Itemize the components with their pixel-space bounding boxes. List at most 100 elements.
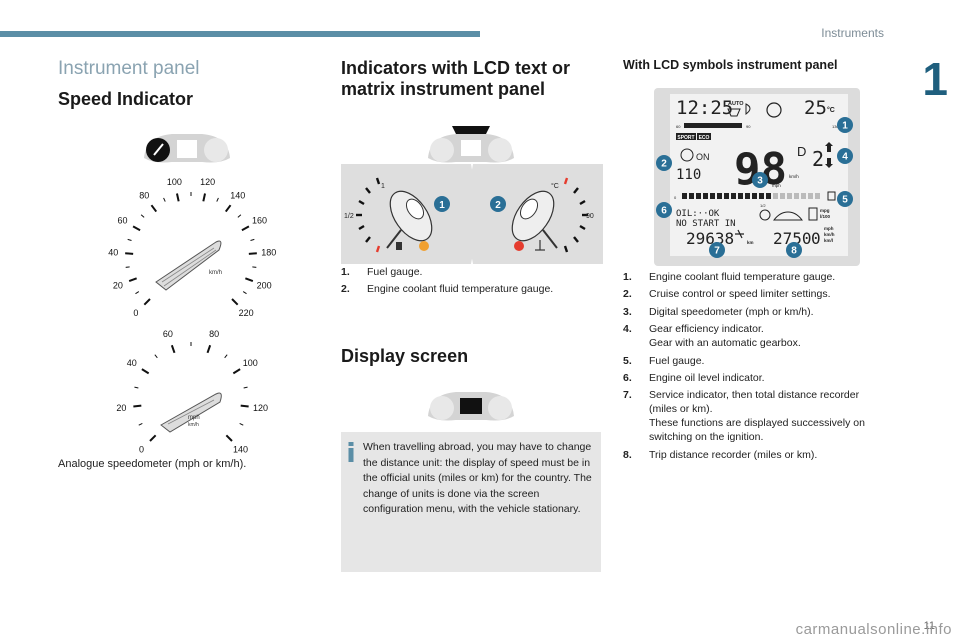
dashboard-locator-icon-2 [428, 126, 514, 163]
fuel-bar-segment [759, 193, 764, 199]
dial-label: 100 [243, 358, 258, 368]
coolant-temp-bar [684, 123, 742, 128]
lcd-mph-label: mph [772, 183, 781, 188]
dial-tick [224, 204, 232, 213]
callout-2 [490, 196, 506, 212]
svg-text:1: 1 [439, 200, 445, 211]
lcd-symbols-heading: With LCD symbols instrument panel [623, 58, 838, 72]
mph-unit-label: mph [188, 415, 200, 421]
lcd-cruise-speed: 110 [676, 167, 701, 183]
lcd-instrument-panel: 12:25 AUTO 25 °C 60 90 130 SPORT ECO ON … [654, 88, 860, 266]
lcd-no-start: NO START IN [676, 219, 736, 229]
dial-tick [240, 404, 249, 408]
dial-tick [150, 204, 158, 213]
list-item: 1.Fuel gauge. [341, 266, 423, 278]
list-item: 4.Gear efficiency indicator.Gear with an… [623, 323, 801, 350]
dial-label: 220 [239, 308, 254, 318]
dial-tick [175, 193, 180, 202]
lcd-odometer-unit: km [747, 240, 754, 245]
temp-max-label: 90 [586, 213, 594, 220]
fuel-bar-segment [801, 193, 806, 199]
dial-minor-tick [242, 291, 247, 295]
cruise-control-icon [680, 148, 694, 162]
dial-label: 140 [230, 191, 245, 201]
lcd-trip-distance: 2750 [773, 229, 812, 248]
dial-label: 80 [209, 329, 219, 339]
dial-minor-tick [239, 422, 244, 426]
fuel-bar-segment [794, 193, 799, 199]
dial-minor-tick [138, 422, 143, 426]
list-item: 2.Cruise control or speed limiter settin… [623, 288, 831, 301]
dial-label: 100 [167, 177, 182, 187]
dial-tick [133, 404, 142, 408]
list-item: 5.Fuel gauge. [623, 354, 705, 367]
callout-1 [837, 117, 853, 133]
callout-3 [752, 172, 768, 188]
headlight-auto-icon [745, 103, 751, 116]
list-item: 2.Engine coolant fluid temperature gauge… [341, 283, 554, 296]
wiper-icon [727, 108, 741, 117]
dial-tick [149, 434, 157, 442]
callout-number: 5 [842, 195, 848, 206]
fuel-full-label: 1 [381, 183, 385, 190]
callout-number: 7 [714, 246, 720, 257]
chapter-number: 1 [922, 53, 948, 105]
temp-unit-label: °C [551, 182, 559, 190]
service-wrench-icon [735, 229, 744, 239]
section-title: Instruments [821, 26, 884, 40]
dial-minor-tick [250, 238, 255, 242]
lcd-time: 12:25 [676, 97, 733, 119]
dial-tick [206, 344, 212, 354]
lcd-oil-status: OIL:··OK [676, 209, 720, 219]
gauge-legend-list: 1.Fuel gauge. 2.Engine coolant fluid tem… [341, 265, 601, 300]
mph-sub-unit-label: km/h [188, 422, 199, 428]
lcd-trip-decimal: 0 [811, 229, 821, 248]
fuel-bar-segment [696, 193, 701, 199]
dial-label: 0 [133, 308, 138, 318]
dial-label: 200 [257, 280, 272, 290]
fuel-pump-icon [396, 242, 402, 250]
fuel-bar-segment [724, 193, 729, 199]
dial-tick [244, 277, 254, 283]
lcd-auto-label: AUTO [728, 101, 744, 107]
lcd-sport: SPORT [677, 135, 694, 141]
display-locator-icon [428, 392, 514, 421]
page-number: 11 [923, 620, 935, 632]
fuel-bar-segment [703, 193, 708, 199]
list-item: 8.Trip distance recorder (miles or km). [623, 448, 818, 461]
callout-2 [656, 155, 672, 171]
svg-text:90: 90 [746, 124, 751, 129]
lcd-speed-unit: km/h [789, 174, 799, 179]
dial-minor-tick [135, 291, 140, 295]
dial-label: 140 [233, 444, 248, 454]
dial-label: 160 [252, 216, 267, 226]
dial-tick [125, 252, 134, 255]
list-item: 1.Engine coolant fluid temperature gauge… [623, 271, 836, 283]
lcd-cruise-on: ON [696, 152, 710, 162]
lcd-gear-number: 2 [812, 147, 824, 171]
dial-label: 40 [127, 358, 137, 368]
fuel-bar-segment [787, 193, 792, 199]
dial-tick [170, 344, 176, 354]
dial-tick [248, 252, 257, 255]
fuel-level-bar [682, 193, 820, 199]
watermark: carmanualsonline.info [795, 621, 952, 638]
dial-minor-tick [127, 238, 132, 242]
lcd-eco: ECO [699, 135, 710, 141]
temp-warning-light [514, 241, 524, 251]
info-note-box: When travelling abroad, you may have to … [341, 432, 601, 572]
dial-label: 60 [163, 329, 173, 339]
kmh-unit-label: km/h [209, 270, 222, 276]
speed-limiter-icon [766, 102, 782, 118]
svg-text:130: 130 [832, 124, 839, 129]
callout-5 [837, 191, 853, 207]
dial-tick [225, 434, 233, 442]
fuel-bar-segment [689, 193, 694, 199]
dial-label: 20 [116, 403, 126, 413]
callout-6 [656, 202, 672, 218]
svg-text:1/2: 1/2 [760, 203, 766, 208]
dial-tick [202, 193, 207, 202]
dial-tick [141, 368, 150, 375]
fuel-bar-segment [731, 193, 736, 199]
